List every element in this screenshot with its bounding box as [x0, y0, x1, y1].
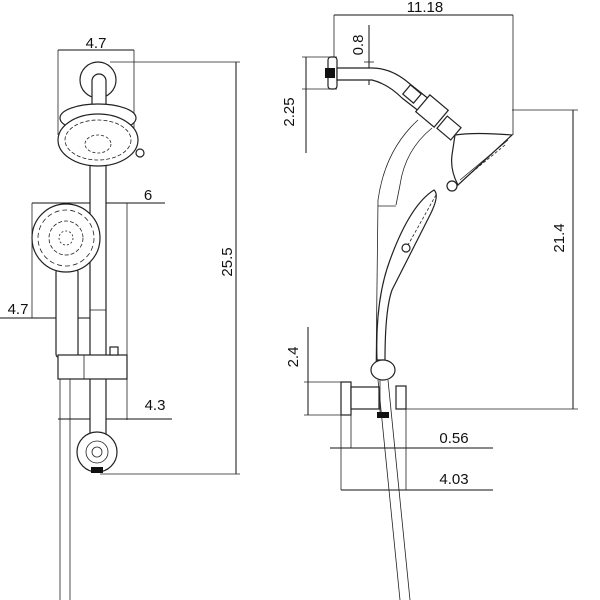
dim-valve-height: 2.4 — [285, 347, 302, 368]
slide-bar — [89, 149, 107, 451]
dim-head-to-valve-height: 21.4 — [551, 223, 568, 252]
side-wall-flange — [325, 56, 338, 90]
fixed-shower-head — [57, 103, 145, 167]
dim-slider-width: 4.3 — [145, 397, 166, 414]
front-dimension-lines — [0, 49, 240, 475]
side-view: 11.18 0.8 2.25 21.4 2.4 0.56 4.03 — [281, 0, 578, 600]
side-hose — [375, 119, 419, 371]
hose-clip — [370, 359, 396, 381]
side-hand-shower — [376, 189, 437, 361]
front-view: 4.7 6 25.5 4.7 4.3 — [0, 35, 240, 600]
bottom-bracket — [76, 431, 118, 473]
side-dimension-lines — [302, 14, 578, 491]
dim-arm-diameter: 0.8 — [350, 35, 367, 56]
side-fixed-head — [451, 132, 514, 186]
side-valve — [340, 381, 407, 418]
dim-total-depth: 11.18 — [407, 0, 443, 16]
slider-bracket — [57, 354, 128, 380]
mount-diverter — [414, 94, 450, 128]
dim-hand-shower-offset: 6 — [144, 187, 152, 204]
slider-button — [109, 346, 119, 356]
dim-head-width: 4.7 — [86, 35, 107, 52]
dim-hand-shower-width: 4.7 — [8, 301, 29, 318]
hand-shower — [31, 203, 101, 359]
dim-valve-depth: 4.03 — [439, 471, 468, 488]
dim-total-height: 25.5 — [219, 247, 236, 276]
dim-nut-depth: 0.56 — [439, 430, 468, 447]
dim-flange-height: 2.25 — [281, 97, 298, 126]
